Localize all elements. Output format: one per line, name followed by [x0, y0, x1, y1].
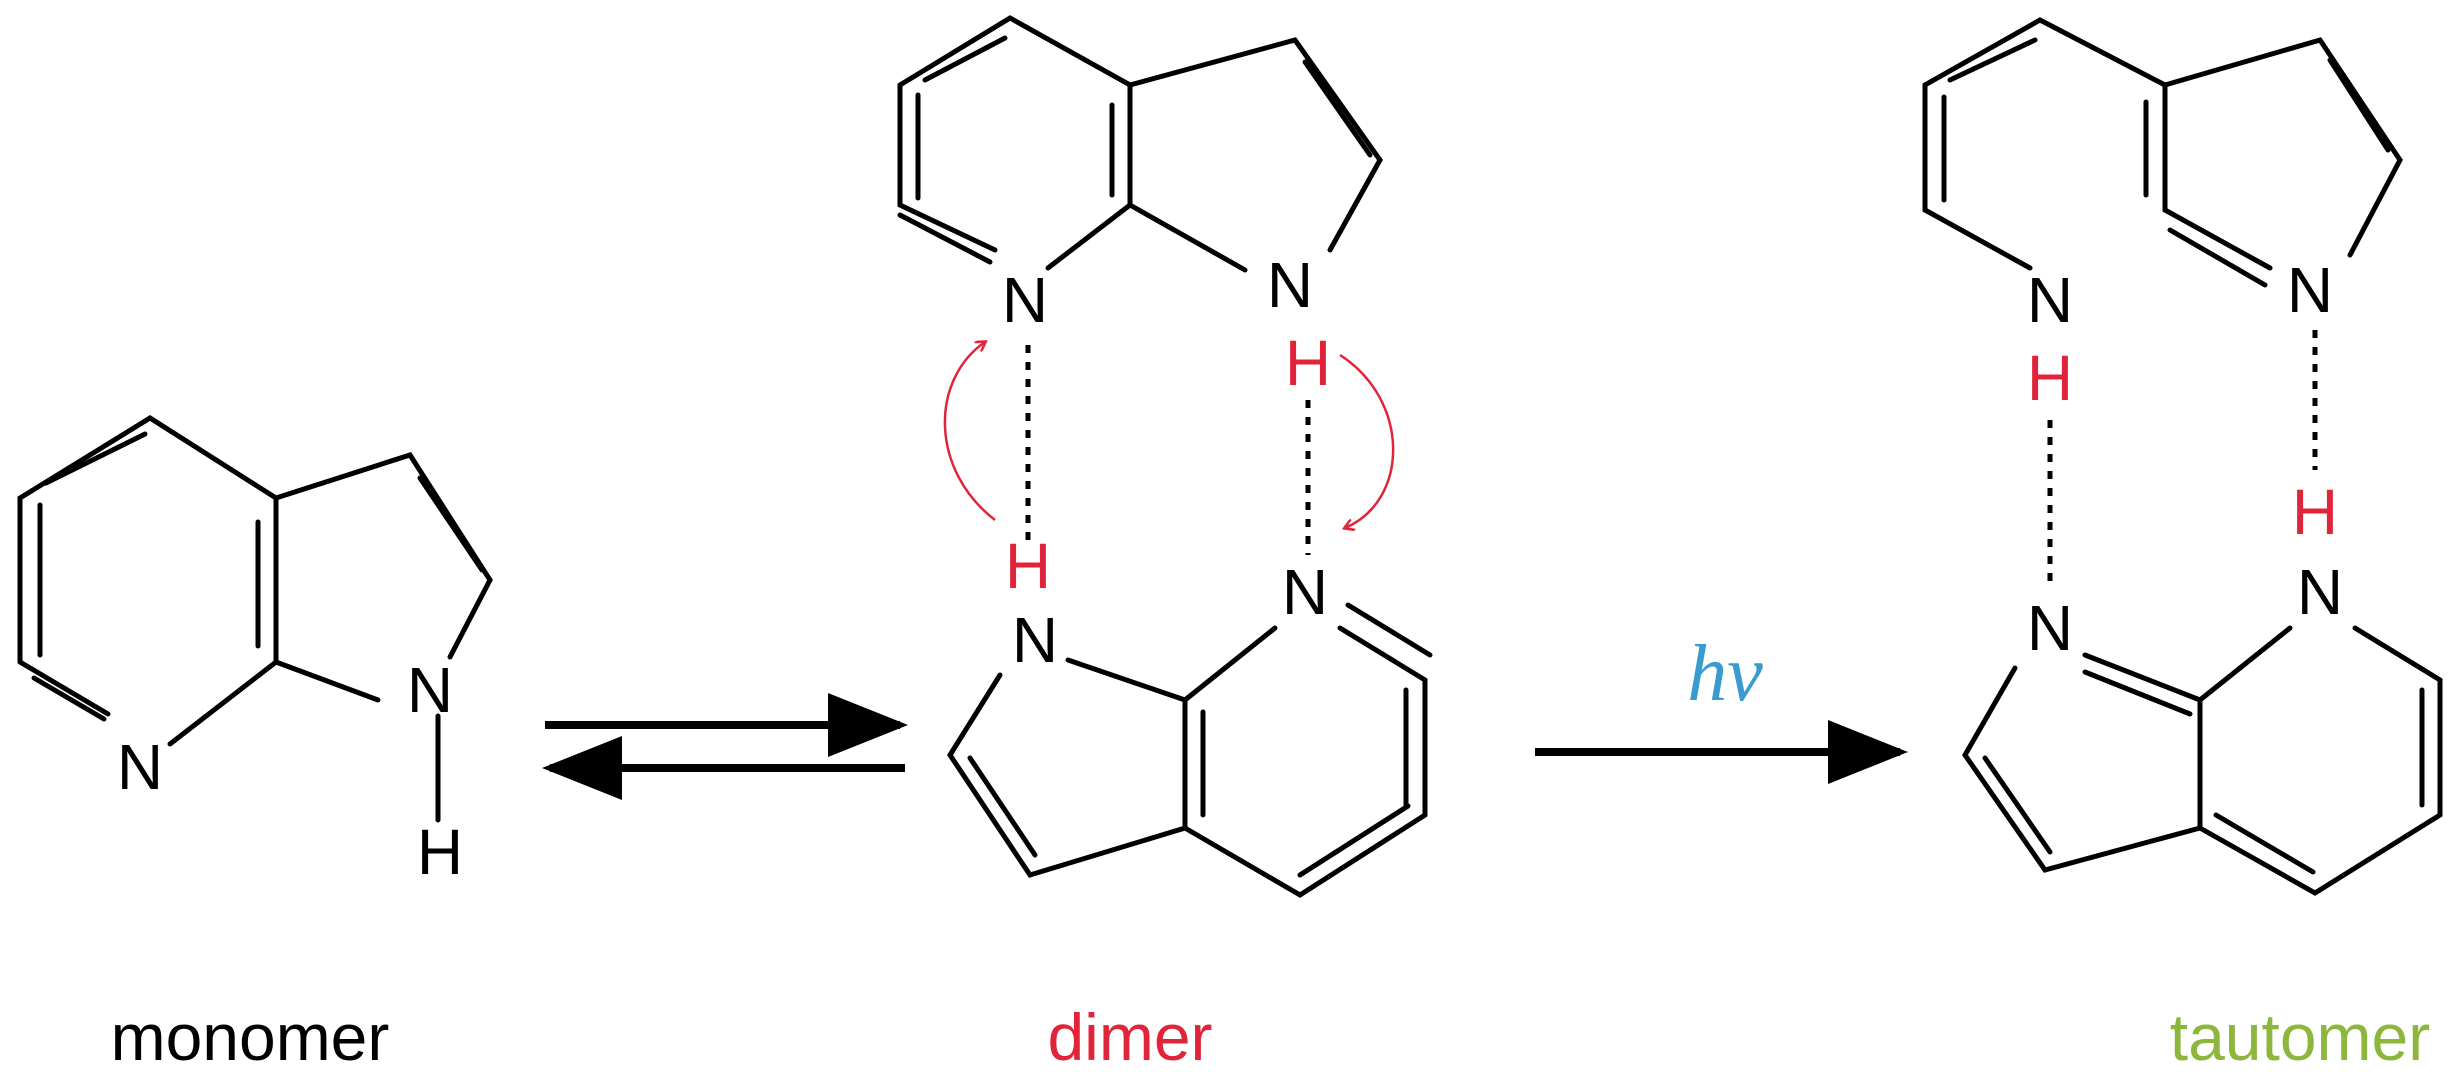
dimer-top-pyrrole-n: N	[1267, 249, 1313, 321]
tautomer-top-pyridine-n: N	[2027, 264, 2073, 336]
tautomer-bottom-pyridine-n: N	[2297, 556, 2343, 628]
tautomer-bottom-pyrrole-n: N	[2027, 592, 2073, 664]
dimer-top-molecule: N N H	[897, 15, 1383, 399]
dimer-bottom-pyridine-n: N	[1282, 556, 1328, 628]
tautomer-bottom-molecule: N H N	[1962, 476, 2443, 896]
dimer-bottom-pyrrole-h: H	[1005, 530, 1051, 602]
monomer-pyrrole-n: N	[407, 654, 453, 726]
monomer-pyridine-n: N	[117, 731, 163, 803]
proton-transfer-arrow-right	[1339, 353, 1395, 528]
tautomer-top-pyridine-h: H	[2027, 342, 2073, 414]
monomer-molecule: N N H	[17, 415, 493, 888]
tautomer-top-molecule: N H N	[1922, 17, 2403, 414]
monomer-label: monomer	[111, 1000, 390, 1074]
dimer-top-pyridine-n: N	[1002, 264, 1048, 336]
monomer-pyrrole-h: H	[417, 816, 463, 888]
tautomer-top-pyrrole-n: N	[2287, 254, 2333, 326]
equilibrium-arrows	[542, 693, 908, 800]
dimer-label: dimer	[1047, 1000, 1212, 1074]
proton-transfer-arrow-left	[943, 342, 996, 521]
dimer-top-pyrrole-h: H	[1285, 327, 1331, 399]
tautomer-label: tautomer	[2170, 1000, 2430, 1074]
tautomer-bottom-pyridine-h: H	[2292, 476, 2338, 548]
light-label: hν	[1687, 630, 1763, 718]
photoexcitation-step: hν	[1535, 630, 1908, 784]
dimer-bottom-pyrrole-n: N	[1012, 604, 1058, 676]
dimer-bottom-molecule: H N N	[947, 530, 1433, 898]
